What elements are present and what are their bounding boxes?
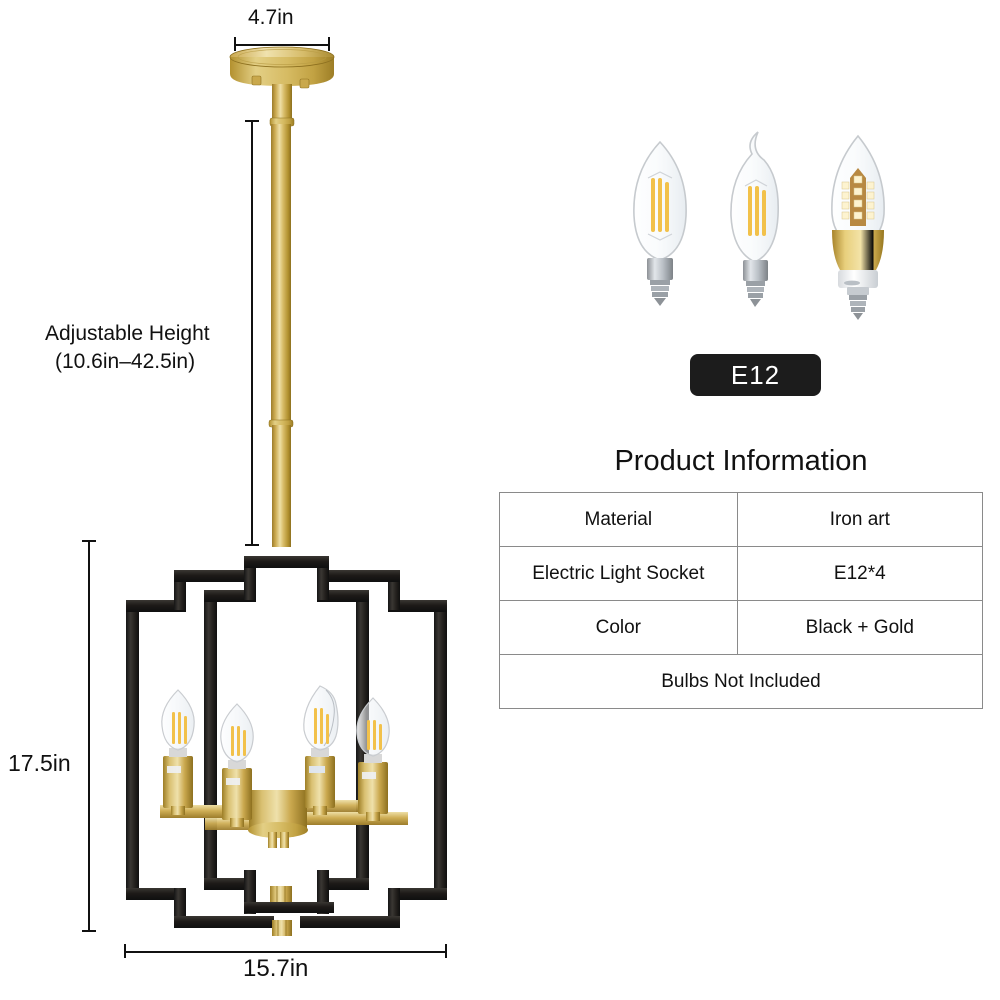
canopy-width-cap-right bbox=[328, 37, 330, 51]
fixture-height-cap-top bbox=[82, 540, 96, 542]
table-row: Material Iron art bbox=[499, 492, 984, 547]
product-information-table: Material Iron art Electric Light Socket … bbox=[499, 492, 984, 709]
canopy-width-dimension-line bbox=[234, 44, 330, 46]
lamp-socket-1 bbox=[161, 689, 195, 815]
spec-footer-note: Bulbs Not Included bbox=[499, 654, 983, 709]
spec-value-socket: E12*4 bbox=[736, 546, 984, 601]
canopy-width-label: 4.7in bbox=[248, 6, 294, 29]
spec-key-socket: Electric Light Socket bbox=[499, 546, 738, 601]
e12-badge-label: E12 bbox=[730, 359, 781, 390]
adjustable-height-cap-top bbox=[245, 120, 259, 122]
socket-arms bbox=[160, 790, 408, 848]
fixture-height-dimension-line bbox=[88, 540, 90, 932]
ceiling-canopy bbox=[229, 46, 335, 89]
adjustable-height-cap-bottom bbox=[245, 544, 259, 546]
fixture-width-cap-right bbox=[445, 944, 447, 958]
candle-filament-bulb bbox=[633, 140, 687, 306]
bulb-type-gallery bbox=[600, 130, 920, 340]
spec-value-color: Black + Gold bbox=[736, 600, 984, 655]
spec-value-material: Iron art bbox=[736, 492, 984, 547]
led-gold-candle-bulb bbox=[831, 134, 885, 320]
table-row: Color Black + Gold bbox=[499, 600, 984, 655]
adjustable-height-label: Adjustable Height (10.6in–42.5in) bbox=[45, 320, 210, 377]
spec-key-color: Color bbox=[499, 600, 738, 655]
flame-tip-filament-bulb bbox=[730, 131, 780, 307]
adjustable-height-title: Adjustable Height bbox=[45, 322, 210, 345]
table-row: Bulbs Not Included bbox=[499, 654, 983, 709]
lamp-socket-2 bbox=[220, 703, 254, 827]
fixture-width-dimension-line bbox=[124, 951, 447, 953]
product-information-title: Product Information bbox=[614, 445, 868, 477]
adjustable-height-range: (10.6in–42.5in) bbox=[55, 350, 196, 374]
fixture-width-cap-left bbox=[124, 944, 126, 958]
adjustable-height-dimension-line bbox=[251, 120, 253, 546]
lamp-socket-3 bbox=[303, 685, 339, 815]
canopy-width-cap-left bbox=[234, 37, 236, 51]
fixture-height-label: 17.5in bbox=[8, 750, 71, 776]
outer-frame bbox=[126, 570, 447, 928]
e12-socket-badge: E12 bbox=[690, 354, 821, 396]
fixture-width-label: 15.7in bbox=[243, 955, 309, 982]
chandelier-illustration bbox=[126, 46, 447, 936]
lamp-socket-4 bbox=[356, 697, 390, 821]
spec-key-material: Material bbox=[499, 492, 738, 547]
table-row: Electric Light Socket E12*4 bbox=[499, 546, 984, 601]
bottom-finial bbox=[270, 886, 292, 936]
fixture-height-cap-bottom bbox=[82, 930, 96, 932]
